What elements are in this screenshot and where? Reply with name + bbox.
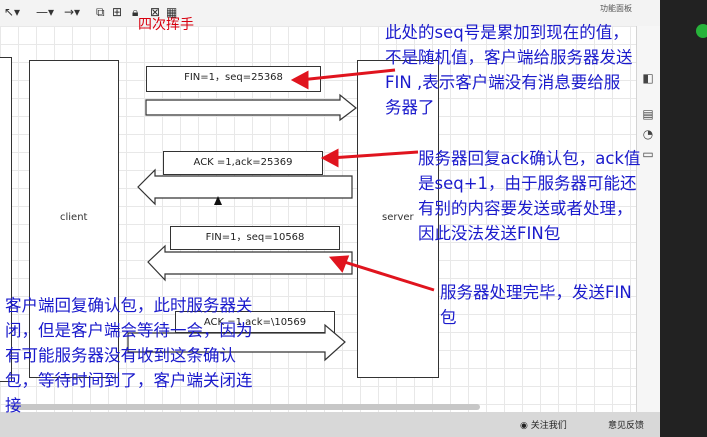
arrow-client-to-server-1 (145, 93, 357, 122)
right-tool-panel (636, 26, 661, 412)
lock-icon[interactable]: 🔒︎ (132, 5, 139, 19)
red-pointer-note2 (329, 150, 419, 160)
small-up-arrow-icon (214, 196, 222, 205)
annotation-note-1: 此处的seq号是累加到现在的值， 不是随机值，客户端给服务器发送 FIN ,表示… (385, 23, 633, 117)
red-pointer-note3 (337, 258, 435, 292)
style-panel-icon[interactable]: ▤ (642, 107, 654, 121)
history-icon[interactable]: ◔ (642, 127, 654, 141)
function-panel-label[interactable]: 功能面板 (600, 4, 632, 13)
shape-panel-icon[interactable]: ◧ (642, 71, 654, 85)
title-four-way-wave: 四次挥手 (138, 17, 194, 33)
arrange-icon[interactable]: ⧉ (96, 5, 105, 19)
weibo-icon: ◉ (520, 421, 528, 431)
arrow-server-to-client-2 (147, 244, 353, 282)
group-icon[interactable]: ⊞ (112, 5, 123, 19)
weibo-follow-link[interactable]: ◉ 关注我们 (520, 418, 567, 431)
annotation-note-4: 客户端回复确认包，此时服务器关 闭，但是客户端会等待一会，因为 有可能服务器没有… (5, 296, 253, 415)
client-lane[interactable] (29, 60, 119, 378)
red-pointer-note1 (299, 68, 396, 82)
status-dot-icon (696, 24, 707, 38)
feedback-link[interactable]: 意见反馈 (608, 421, 645, 431)
message-ack-server[interactable]: ACK =1,ack=25369 (163, 151, 323, 175)
format-icon[interactable]: ⊠ (150, 5, 161, 19)
more-icon[interactable]: ▦ (166, 5, 178, 19)
annotation-note-3: 服务器处理完毕，发送FIN 包 (440, 283, 632, 327)
arrow-server-to-client-1 (137, 168, 353, 206)
follow-us-label: 关注我们 (530, 421, 567, 431)
horizontal-scrollbar[interactable] (10, 404, 480, 410)
server-lane[interactable] (357, 60, 439, 378)
left-edge-box[interactable] (0, 57, 12, 382)
message-fin-client[interactable]: FIN=1，seq=25368 (146, 66, 321, 92)
annotation-note-2: 服务器回复ack确认包，ack值 是seq+1，由于服务器可能还 有别的内容要发… (418, 149, 641, 243)
comment-icon[interactable]: ▭ (642, 147, 654, 161)
cursor-tool-icon[interactable]: ↖▾ (4, 5, 21, 19)
message-fin-server[interactable]: FIN=1，seq=10568 (170, 226, 340, 250)
client-lane-label: client (60, 212, 88, 223)
bottom-bar (0, 412, 660, 437)
arrow-client-to-server-2 (127, 323, 346, 362)
server-lane-label: server (382, 212, 414, 223)
line-style-icon[interactable]: —▾ (36, 5, 55, 19)
side-dark-strip (660, 0, 707, 437)
arrow-style-icon[interactable]: →▾ (64, 5, 81, 19)
